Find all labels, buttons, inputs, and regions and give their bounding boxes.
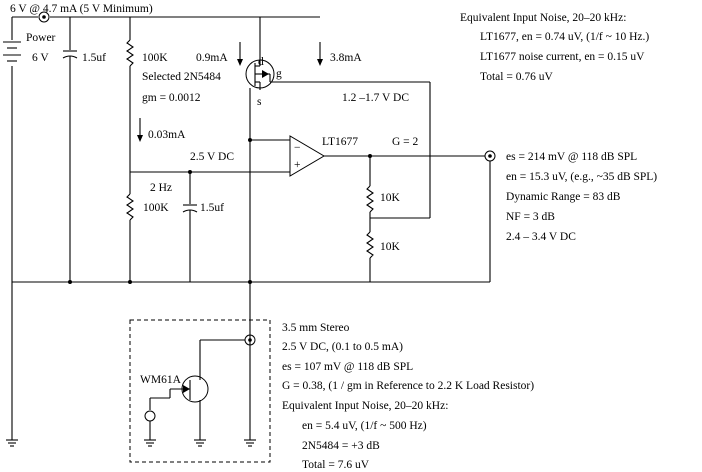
noise-line: LT1677, en = 0.74 uV, (1/f ~ 10 Hz.) (480, 31, 649, 43)
supply-capacitor-label: 1.5uf (82, 52, 106, 64)
ground-icon (6, 439, 18, 447)
jfet-icon (245, 17, 430, 440)
opamp-label: LT1677 (322, 136, 358, 148)
gate-resistor-label: 100K (142, 52, 168, 64)
output-spec-line: en = 15.3 uV, (e.g., ~35 dB SPL) (506, 171, 657, 183)
noise-line: Total = 0.76 uV (480, 71, 553, 83)
bias-resistor-label: 100K (143, 202, 169, 214)
gate-resistor-icon (126, 17, 134, 172)
output-spec-line: 2.4 – 3.4 V DC (506, 231, 576, 243)
drain-pin-label: d (258, 56, 264, 68)
filter-frequency-label: 2 Hz (150, 182, 172, 194)
mic-spec-line: Equivalent Input Noise, 20–20 kHz: (282, 400, 448, 412)
junction-dots (68, 138, 372, 284)
opamp-plus-label: + (294, 159, 301, 171)
source-pin-label: s (257, 96, 262, 108)
mic-spec-line: 2N5484 = +3 dB (302, 440, 380, 452)
bias-capacitor-label: 1.5uf (200, 202, 224, 214)
noise-title: Equivalent Input Noise, 20–20 kHz: (460, 12, 626, 24)
mic-spec-line: 2.5 V DC, (0.1 to 0.5 mA) (282, 341, 403, 353)
gain-label: G = 2 (392, 136, 419, 148)
output-spec-line: NF = 3 dB (506, 211, 555, 223)
power-label: Power (26, 32, 56, 44)
jfet-gm-label: gm = 0.0012 (142, 92, 201, 104)
output-spec-line: es = 214 mV @ 118 dB SPL (506, 151, 637, 163)
jfet-current-label: 0.9mA (196, 52, 228, 64)
feedback-resistor-top-label: 10K (380, 192, 401, 204)
supply-voltage: 6 V (32, 52, 49, 64)
bias-voltage-label: 2.5 V DC (190, 151, 234, 163)
power-jack-icon[interactable] (38, 11, 50, 23)
mic-spec-line: G = 0.38, (1 / gm in Reference to 2.2 K … (282, 380, 534, 392)
mic-capsule-box (129, 319, 271, 463)
battery-icon (3, 41, 21, 62)
mic-spec-line: es = 107 mV @ 118 dB SPL (282, 361, 413, 373)
mic-spec-line: 3.5 mm Stereo (282, 322, 350, 334)
opamp-minus-label: − (294, 142, 301, 154)
mic-spec-line: en = 5.4 uV, (1/f ~ 500 Hz) (302, 420, 427, 432)
mic-fet-icon (144, 339, 245, 440)
output-current-label: 3.8mA (330, 52, 362, 64)
feedback-network (366, 82, 431, 282)
current-arrow-icons (137, 42, 323, 142)
noise-line: LT1677 noise current, en = 0.15 uV (480, 51, 645, 63)
opamp-icon (130, 135, 485, 177)
gate-pin-label: g (276, 68, 282, 80)
supply-header: 6 V @ 4.7 mA (5 V Minimum) (10, 3, 153, 15)
output-jack-icon[interactable] (484, 150, 496, 282)
output-spec-line: Dynamic Range = 83 dB (506, 191, 621, 203)
bias-resistor-icon (126, 172, 134, 282)
mic-label: WM61A (140, 374, 182, 386)
supply-capacitor-icon (62, 17, 78, 282)
jfet-selected-label: Selected 2N5484 (142, 71, 221, 83)
supply-wiring (11, 16, 490, 440)
bias-capacitor-icon (182, 172, 198, 282)
mic-spec-line: Total = 7.6 uV (302, 459, 370, 471)
source-voltage-label: 1.2 –1.7 V DC (342, 92, 409, 104)
bias-current-label: 0.03mA (148, 129, 186, 141)
mic-ground-icons (144, 439, 256, 447)
feedback-resistor-bottom-label: 10K (380, 241, 401, 253)
